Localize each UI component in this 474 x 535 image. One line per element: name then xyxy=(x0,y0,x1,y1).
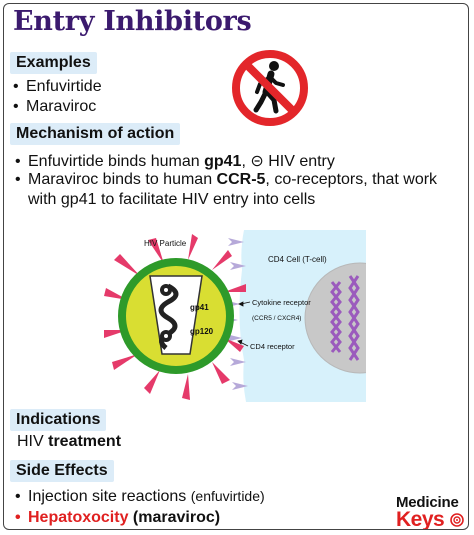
examples-label: Examples xyxy=(10,52,97,74)
page-title: Entry Inhibitors xyxy=(13,6,252,37)
medicine-keys-logo: Medicine Keys xyxy=(396,494,468,529)
logo-text-bottom: Keys xyxy=(396,509,468,529)
dna-strands xyxy=(330,275,360,361)
hiv-entry-diagram: HIV Particle CD4 Cell (T-cell) gp41 gp12… xyxy=(104,230,366,402)
side-effect-item-2: •Hepatoxocity (maraviroc) xyxy=(15,509,221,526)
indication-text: HIV treatment xyxy=(17,433,122,450)
side-effects-label: Side Effects xyxy=(10,460,114,482)
cd4-cell-label: CD4 Cell (T-cell) xyxy=(268,255,327,264)
ccr5-cxcr4-label: (CCR5 / CXCR4) xyxy=(252,315,301,322)
example-item-1: •Enfuvirtide xyxy=(13,78,102,95)
gp41-label: gp41 xyxy=(190,303,209,312)
side-effect-item-1: •Injection site reactions (enfuvirtide) xyxy=(15,488,265,505)
logo-text-top: Medicine xyxy=(396,494,459,511)
no-pedestrian-icon xyxy=(232,50,308,126)
mechanism-line-3: with gp41 to facilitate HIV entry into c… xyxy=(28,191,316,208)
indications-label: Indications xyxy=(10,409,107,431)
mechanism-line-1: •Enfuvirtide binds human gp41, ⊝ HIV ent… xyxy=(15,153,335,170)
pointer-arrows xyxy=(237,301,251,347)
target-icon xyxy=(449,513,464,527)
virus-spikes xyxy=(104,234,246,400)
mechanism-line-2: •Maraviroc binds to human CCR-5, co-rece… xyxy=(15,171,438,188)
gp120-label: gp120 xyxy=(190,327,214,336)
example-item-2: •Maraviroc xyxy=(13,98,97,115)
hiv-particle-label: HIV Particle xyxy=(144,239,187,248)
mechanism-label: Mechanism of action xyxy=(10,123,181,145)
infographic-card: Entry Inhibitors Examples •Enfuvirtide •… xyxy=(3,3,469,530)
cd4-receptor-label: CD4 receptor xyxy=(250,342,295,351)
cytokine-receptor-label: Cytokine receptor xyxy=(252,298,311,307)
